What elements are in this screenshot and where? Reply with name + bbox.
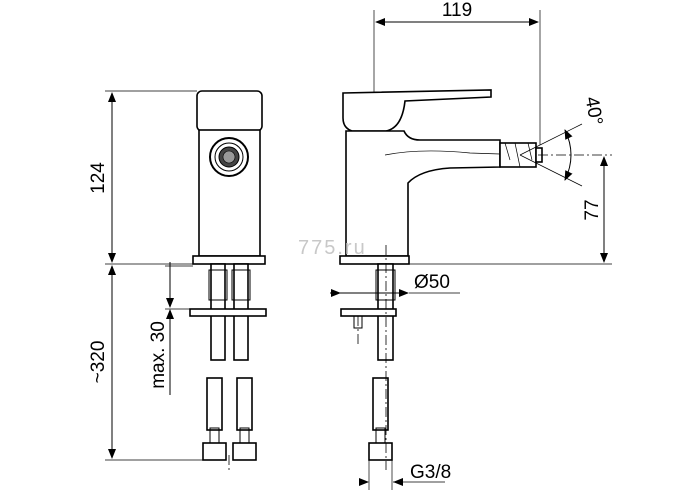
- dim-label-124: 124: [88, 162, 109, 194]
- side-view: [339, 89, 543, 470]
- mounting-plate-side: [340, 308, 397, 317]
- hose-neck: [239, 427, 250, 444]
- watermark: 775.ru: [298, 237, 367, 259]
- hose-lower-right: [236, 377, 253, 431]
- faucet-body-side: [345, 130, 501, 257]
- hose-neck: [209, 427, 220, 444]
- lever-handle: [342, 89, 492, 132]
- dim-label-50: Ø50: [414, 272, 450, 293]
- nut-left: [202, 442, 227, 461]
- nut-right: [232, 442, 257, 461]
- lever-cap: [196, 90, 263, 132]
- right-dimensions: 119 40° 77 Ø50 G3/8: [330, 0, 612, 490]
- dim-label-77: 77: [582, 199, 603, 220]
- mounting-plate: [189, 308, 267, 317]
- hose-fitting: [208, 269, 228, 301]
- hose-fitting: [231, 269, 251, 301]
- front-view: [189, 90, 267, 470]
- left-dimensions: 124 ~320 max. 30: [88, 90, 203, 461]
- dim-label-40: 40°: [581, 95, 607, 127]
- hose-lower-side: [372, 377, 389, 431]
- base-plate-side: [339, 255, 410, 265]
- dim-label-max30: max. 30: [148, 321, 169, 389]
- hose-lower-left: [206, 377, 223, 431]
- nut-side: [368, 442, 393, 461]
- aerator-icon: [209, 137, 249, 177]
- dim-label-320: ~320: [88, 341, 109, 384]
- dim-label-119: 119: [442, 0, 472, 21]
- dim-label-g38: G3/8: [410, 462, 451, 483]
- base-plate: [192, 255, 266, 265]
